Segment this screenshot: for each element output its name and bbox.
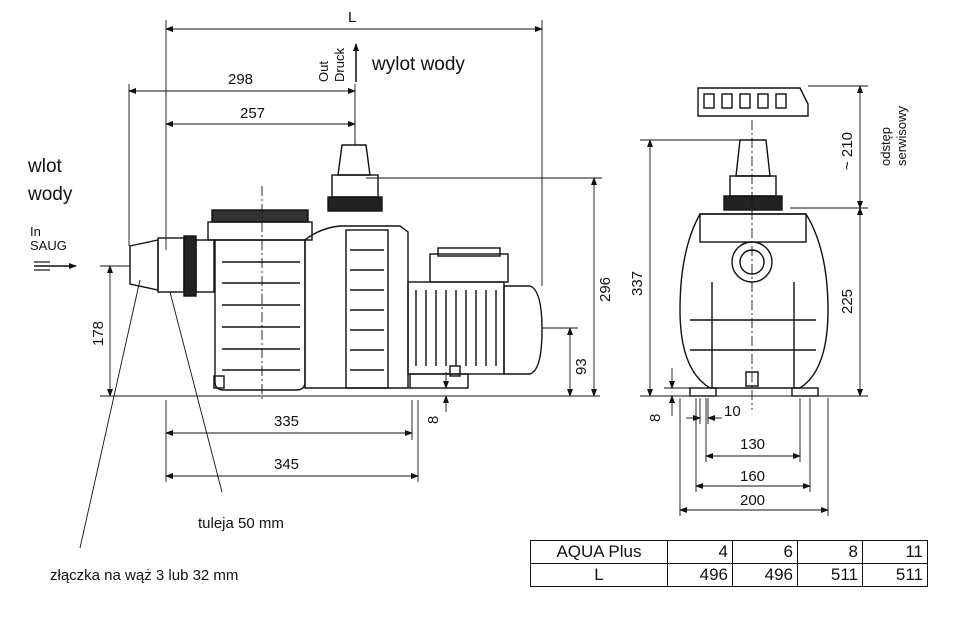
dim-257: 257 — [240, 105, 265, 122]
outlet-label: wylot wody — [371, 54, 465, 75]
dim-L: L — [348, 9, 356, 26]
dim-298: 298 — [228, 71, 253, 88]
table-cell-L-4: 496 — [667, 563, 733, 587]
sleeve-note: tuleja 50 mm — [198, 515, 284, 532]
table-cell-model: AQUA Plus — [530, 540, 668, 564]
dim-345: 345 — [274, 456, 299, 473]
table-cell-4: 4 — [667, 540, 733, 564]
inlet-label-line1: wlot — [27, 156, 63, 177]
out-label: Out — [316, 61, 331, 82]
table-cell-L-8: 511 — [797, 563, 863, 587]
table-cell-L: L — [530, 563, 668, 587]
table-header-row: AQUA Plus 4 6 8 11 — [530, 540, 928, 564]
table-value-row: L 496 496 511 511 — [530, 563, 928, 587]
dim-225: 225 — [839, 289, 856, 314]
dim-210: ~ 210 — [839, 132, 856, 170]
dim-10: 10 — [724, 403, 741, 420]
druck-label: Druck — [332, 48, 347, 82]
model-length-table: AQUA Plus 4 6 8 11 L 496 496 511 511 — [530, 540, 928, 587]
side-view-dimensions — [34, 20, 602, 549]
inlet-label-line2: wody — [27, 184, 73, 205]
service-label-2: serwisowy — [894, 106, 909, 166]
dim-200: 200 — [740, 492, 765, 509]
dim-160: 160 — [740, 468, 765, 485]
table-cell-L-11: 511 — [862, 563, 928, 587]
dim-178: 178 — [90, 321, 107, 346]
table-cell-11: 11 — [862, 540, 928, 564]
service-label-1: odstęp — [878, 127, 893, 166]
connector-note: złączka na wąż 3 lub 32 mm — [50, 567, 238, 584]
table-cell-L-6: 496 — [732, 563, 798, 587]
table-cell-6: 6 — [732, 540, 798, 564]
saug-label: SAUG — [30, 238, 67, 253]
side-view-dim-labels: L 298 257 178 296 93 8 335 345 wylot wod… — [27, 9, 614, 584]
dim-335: 335 — [274, 413, 299, 430]
dim-93: 93 — [573, 358, 590, 375]
dim-8-front: 8 — [647, 414, 664, 422]
front-view-dim-labels: ~ 210 odstęp serwisowy 337 225 8 10 130 … — [629, 106, 909, 509]
side-view-pump — [129, 120, 543, 400]
front-view-dimensions — [640, 85, 868, 516]
dim-130: 130 — [740, 436, 765, 453]
in-label: In — [30, 224, 41, 239]
dim-296: 296 — [597, 277, 614, 302]
front-view-pump — [679, 87, 829, 410]
table-cell-8: 8 — [797, 540, 863, 564]
dim-8-side: 8 — [425, 416, 442, 424]
dim-337: 337 — [629, 271, 646, 296]
